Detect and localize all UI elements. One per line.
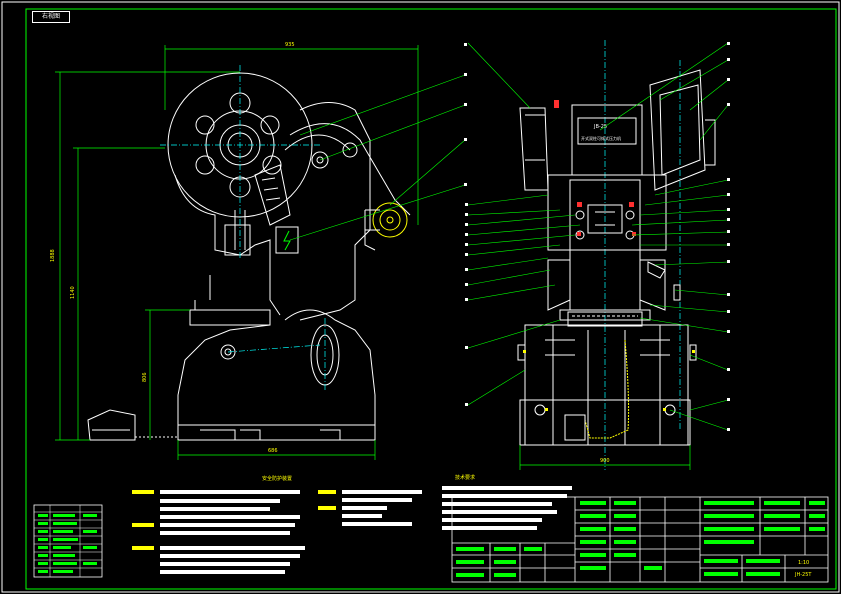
dimensions-left bbox=[55, 45, 419, 460]
red-accents bbox=[554, 100, 636, 236]
dim-height-total: 1888 bbox=[50, 249, 56, 262]
leaders-left bbox=[289, 74, 466, 241]
leader-markers-right-left bbox=[465, 203, 468, 406]
parts-list bbox=[33, 504, 103, 578]
notes-right bbox=[442, 486, 572, 530]
title-block-scale: 1:10 bbox=[798, 560, 809, 566]
notes-left bbox=[132, 490, 422, 574]
warning-label bbox=[275, 226, 299, 254]
notes-right-title: 技术要求 bbox=[455, 474, 475, 481]
dim-base-width: 686 bbox=[268, 448, 278, 454]
side-view bbox=[87, 72, 411, 441]
sheet-tag: 右视图 bbox=[32, 11, 70, 23]
motor-pulley bbox=[372, 202, 408, 238]
sheet-border-inner bbox=[25, 8, 837, 590]
title-block bbox=[451, 496, 829, 583]
nameplate-line2: 开式双柱可倾式压力机 bbox=[581, 135, 621, 141]
dimensions-right bbox=[519, 445, 691, 470]
yellow-accents bbox=[523, 350, 695, 411]
leader-markers-mid bbox=[464, 43, 467, 186]
dim-top-width: 935 bbox=[285, 42, 295, 48]
notes-left-title: 安全防护装置 bbox=[262, 475, 292, 482]
dim-height-mid: 1140 bbox=[70, 286, 76, 299]
foot-pedal bbox=[87, 409, 136, 441]
nameplate-box bbox=[577, 117, 637, 145]
leaders-right-left bbox=[467, 42, 581, 406]
front-view bbox=[517, 69, 716, 446]
leaders-right-right bbox=[599, 42, 729, 431]
leader-markers-right-right bbox=[727, 42, 730, 431]
nameplate-line1: JB-25 bbox=[593, 124, 607, 130]
dim-height-low: 806 bbox=[142, 372, 148, 382]
dim-right-base: 900 bbox=[600, 458, 610, 464]
title-block-fills bbox=[456, 501, 825, 577]
title-block-code: JH-25T bbox=[794, 572, 812, 578]
